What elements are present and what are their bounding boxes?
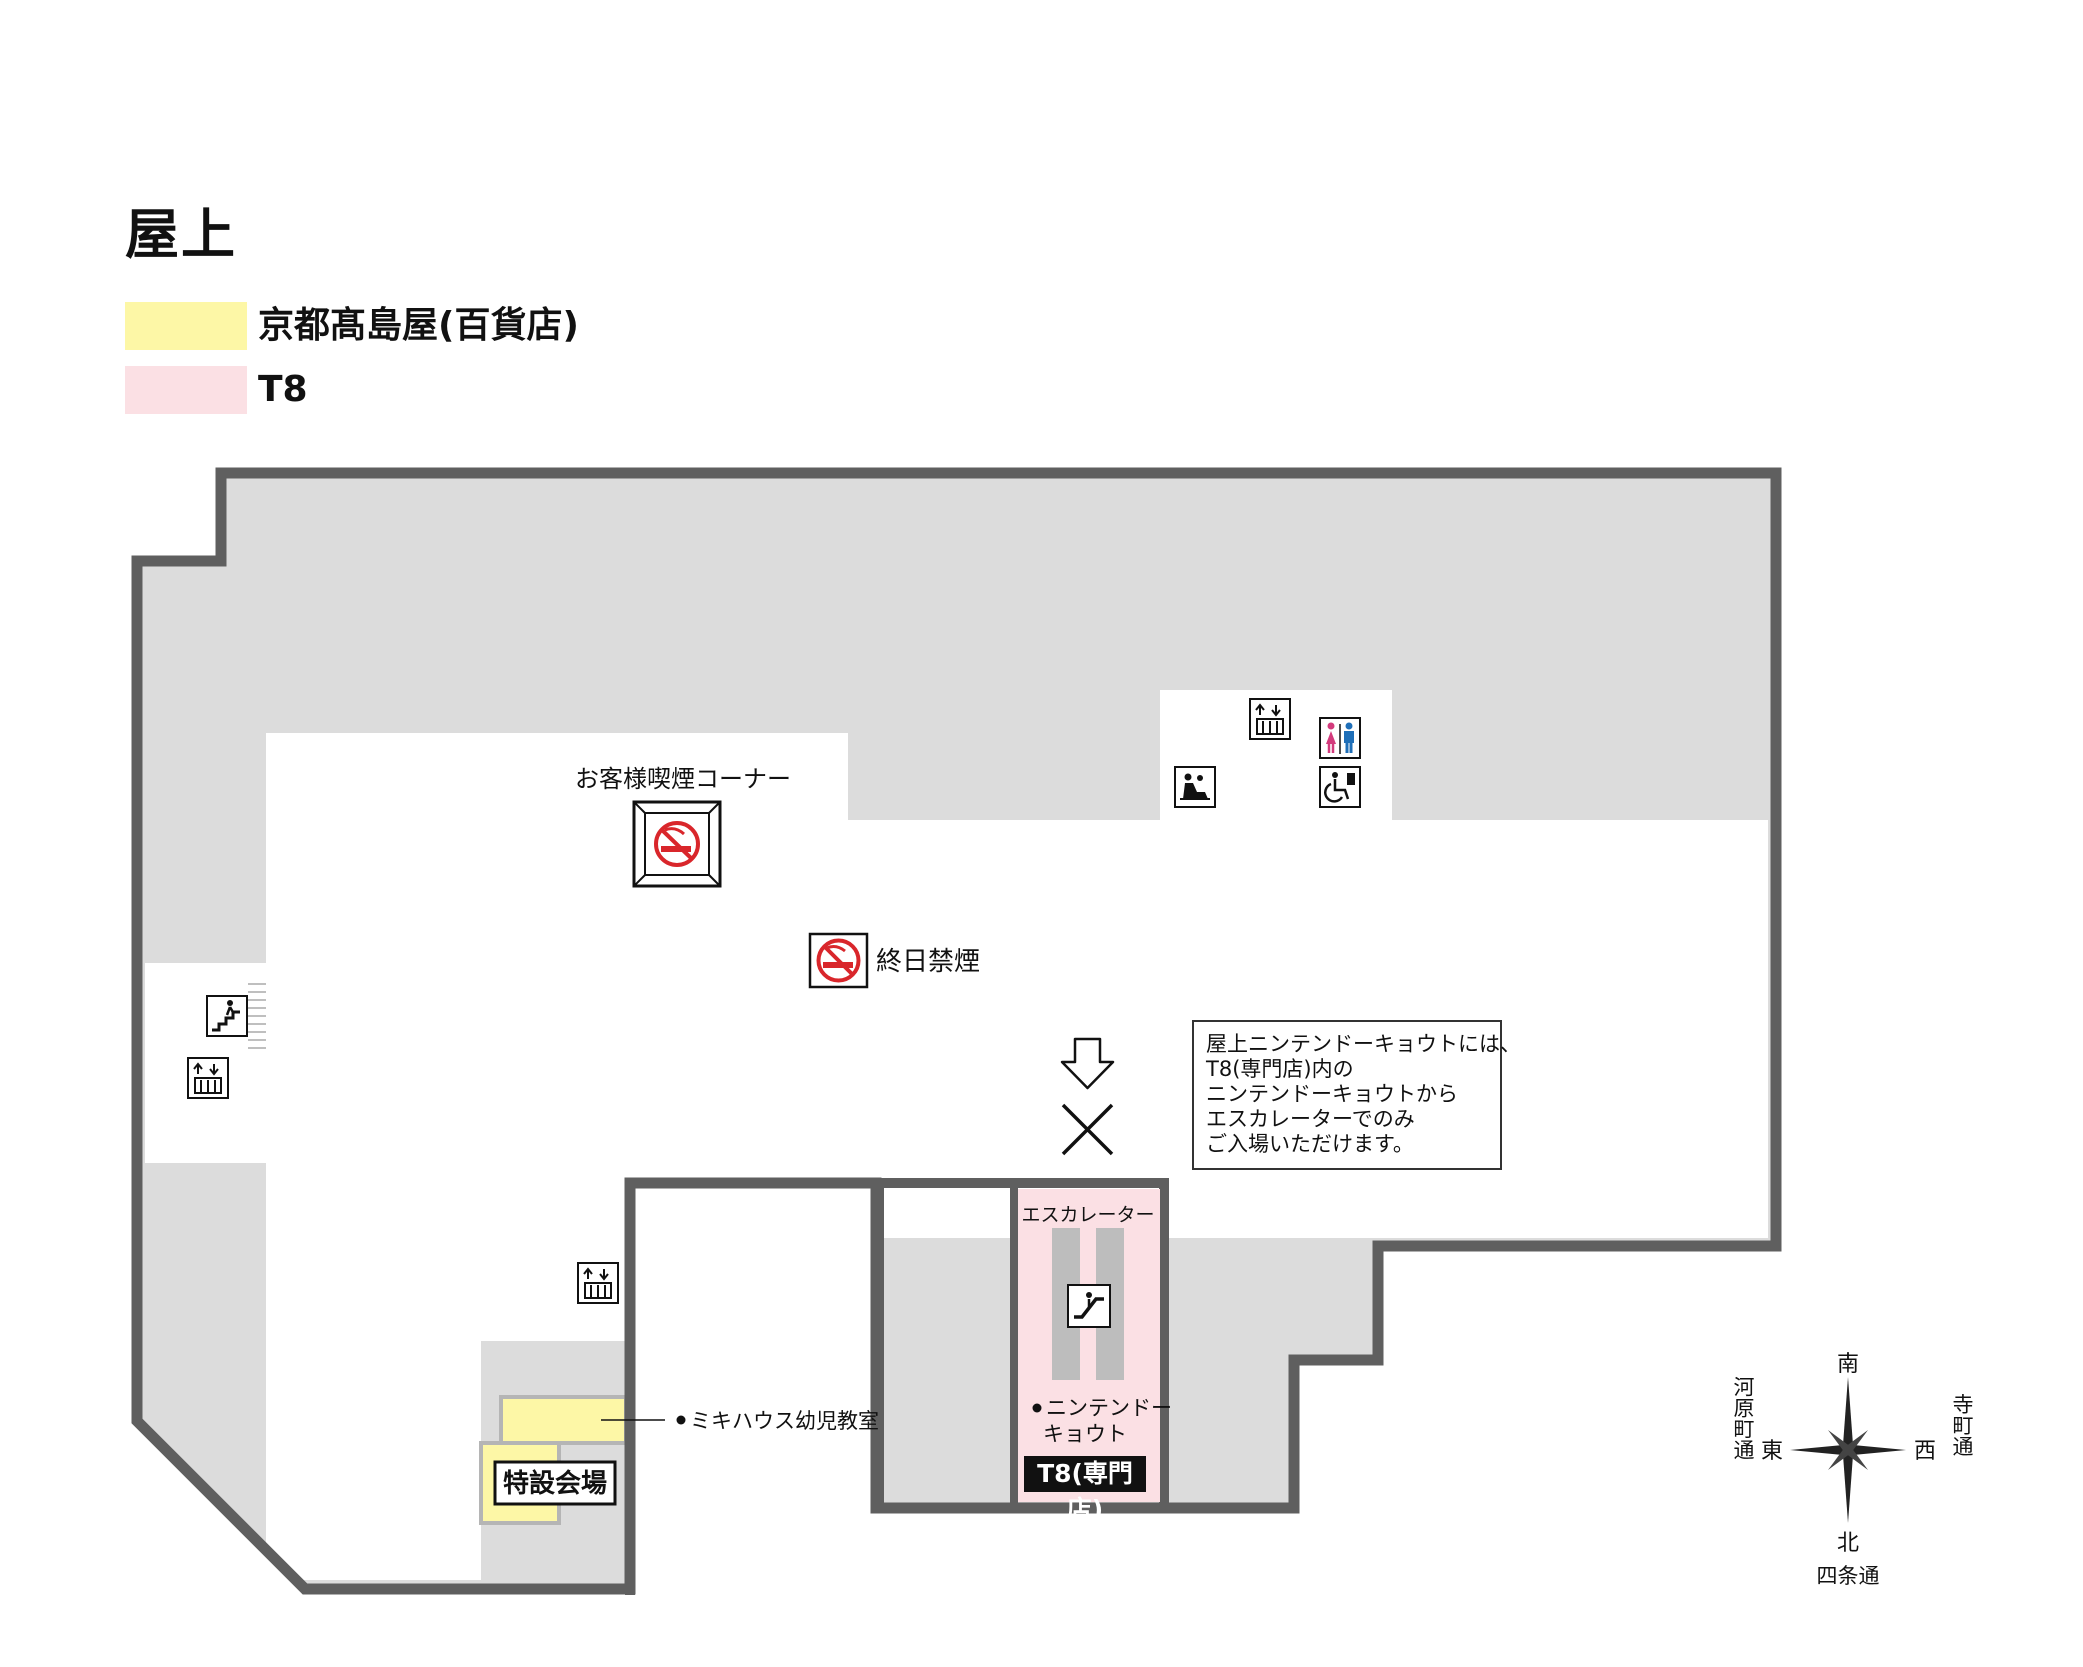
entry-notice-line: 屋上ニンテンドーキョウトには、 <box>1206 1032 1521 1056</box>
walkway-smoking-area <box>266 733 848 1183</box>
nintendo-label-line1: ニンテンドー <box>1046 1396 1172 1420</box>
restroom-icon <box>1319 717 1361 759</box>
service-block <box>567 1343 622 1395</box>
t8-escalator-shaft <box>1018 1189 1160 1502</box>
t8-shop-badge: T8(専門店) <box>1024 1456 1146 1524</box>
entry-notice: 屋上ニンテンドーキョウトには、 T8(専門店)内の ニンテンドーキョウトから エ… <box>1192 1020 1521 1170</box>
compass-south-label: 北 <box>1837 1531 1859 1556</box>
compass-south-street: 四条通 <box>1817 1564 1880 1588</box>
elevator-icon <box>577 1262 619 1304</box>
escalator-label: エスカレーター <box>1021 1204 1154 1226</box>
walkway-south-corridor <box>481 1178 630 1341</box>
no-smoking-label: 終日禁煙 <box>876 947 980 977</box>
special-venue-label: 特設会場 <box>503 1468 607 1499</box>
wheelchair-restroom-icon <box>1319 766 1361 808</box>
smoking-corner-label: お客様喫煙コーナー <box>575 765 791 793</box>
compass-west-street: 河原町通 <box>1731 1376 1755 1460</box>
entry-notice-line: ニンテンドーキョウトから <box>1206 1082 1458 1106</box>
stairs-icon <box>206 995 248 1037</box>
nintendo-bullet <box>1032 1403 1042 1413</box>
entry-notice-line: エスカレーターでのみ <box>1206 1107 1415 1131</box>
miki-house-label: ミキハウス幼児教室 <box>690 1409 879 1433</box>
legend-label-dept-store: 京都髙島屋(百貨店) <box>258 305 579 346</box>
walkway-elevator-hall <box>630 1190 880 1585</box>
walkway-southwest <box>266 1150 481 1580</box>
elevator-icon <box>1249 698 1291 740</box>
smoking-booth <box>632 800 722 888</box>
entry-notice-line: T8(専門店)内の <box>1206 1057 1354 1081</box>
compass-icon <box>1790 1377 1906 1523</box>
no-smoking-sign <box>808 932 869 989</box>
special-venue-frame <box>493 1460 617 1506</box>
compass-north-label: 南 <box>1837 1352 1859 1377</box>
outer-wall <box>131 467 1782 1595</box>
escalator-icon <box>1067 1284 1111 1328</box>
legend-swatch-dept-store <box>125 302 247 350</box>
legend-label-t8: T8 <box>258 369 308 410</box>
nursing-room-icon <box>1174 766 1216 808</box>
no-smoking-icon <box>816 938 861 983</box>
entry-notice-line: ご入場いただけます。 <box>1206 1132 1414 1156</box>
nintendo-label-line2: キョウト <box>1043 1422 1127 1446</box>
floor-title: 屋上 <box>125 203 237 266</box>
no-smoking-icon <box>654 821 700 867</box>
compass-east-label: 西 <box>1914 1439 1936 1464</box>
stair-treads <box>248 983 266 1049</box>
legend-swatch-t8 <box>125 366 247 414</box>
compass-west-label: 東 <box>1761 1439 1783 1464</box>
miki-house-bullet <box>676 1415 686 1425</box>
compass-east-street: 寺町通 <box>1950 1394 1974 1457</box>
x-mark-icon <box>1061 1103 1114 1156</box>
elevator-icon <box>187 1057 229 1099</box>
down-arrow-icon <box>1060 1037 1115 1090</box>
